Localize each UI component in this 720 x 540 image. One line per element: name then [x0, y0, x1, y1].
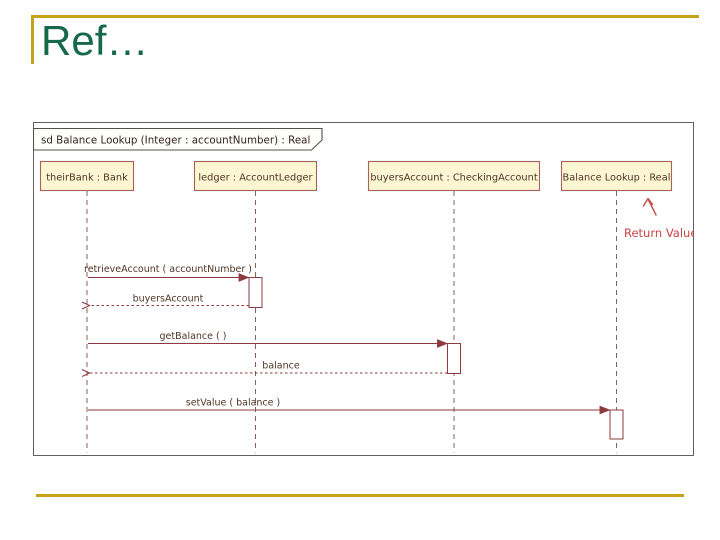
activation-bar-balancelookup — [609, 409, 624, 440]
message-getbalance-label: getBalance ( ) — [160, 331, 227, 342]
message-buyersaccount-label: buyersAccount — [133, 294, 204, 305]
slide-title: Ref… — [41, 17, 149, 64]
title-left-rule — [31, 15, 34, 64]
sequence-diagram-panel: sd Balance Lookup (Integer : accountNumb… — [33, 122, 694, 456]
lifeline-label-balancelookup: Balance Lookup : Real — [563, 173, 671, 184]
message-retrieveaccount-label: retrieveAccount ( accountNumber ) — [84, 264, 252, 275]
lifeline-label-buyersaccount: buyersAccount : CheckingAccount — [370, 173, 537, 184]
sequence-diagram: sd Balance Lookup (Integer : accountNumb… — [33, 122, 694, 456]
return-value-label: Return Value — [624, 226, 694, 240]
lifeline-head-ledger — [193, 160, 318, 192]
lifeline-head-buyersaccount — [367, 160, 541, 192]
frame-label-pentagon — [33, 127, 323, 151]
footer-rule — [36, 494, 684, 497]
lifeline-label-theirbank: theirBank : Bank — [46, 173, 128, 184]
frame-label: sd Balance Lookup (Integer : accountNumb… — [41, 135, 310, 147]
lifeline-head-balancelookup — [560, 160, 673, 192]
message-balance-label: balance — [262, 361, 300, 372]
title-top-rule — [31, 15, 699, 18]
activation-bar-buyersaccount — [447, 343, 461, 374]
message-setvalue-label: setValue ( balance ) — [186, 398, 280, 409]
lifeline-head-theirbank — [39, 160, 135, 192]
lifeline-label-ledger: ledger : AccountLedger — [198, 173, 313, 184]
return-value-arrow — [642, 197, 657, 216]
activation-bar-ledger — [248, 277, 263, 308]
